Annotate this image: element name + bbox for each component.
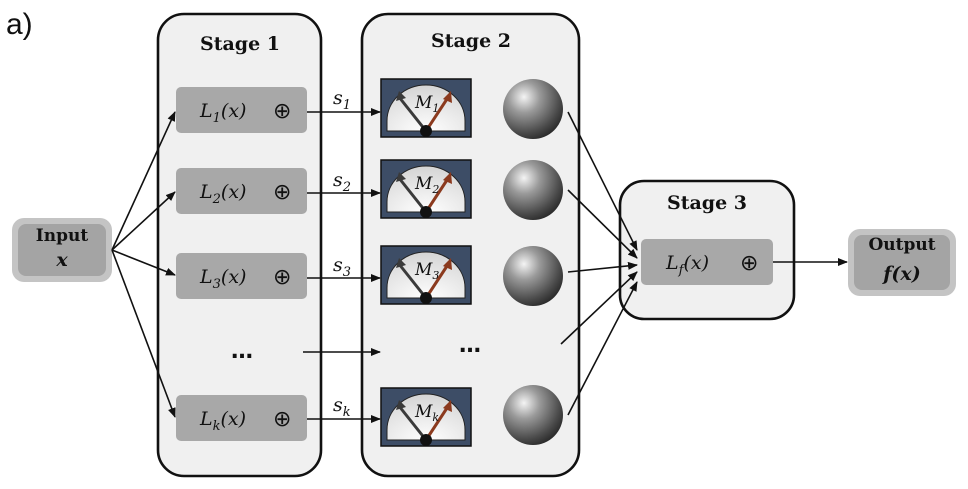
svg-text:M1: M1: [414, 93, 439, 115]
svg-text:M3: M3: [414, 260, 439, 282]
stage-3-title: Stage 3: [667, 192, 747, 214]
oplus-icon: ⊕: [273, 265, 291, 290]
gauge-meter-icon: M3: [380, 245, 472, 305]
signal-label-3: s3: [333, 254, 351, 280]
input-var: x: [55, 249, 68, 271]
output-title: Output: [868, 235, 935, 255]
sphere-icon: [503, 385, 563, 445]
svg-text:Lf(x): Lf(x): [665, 252, 709, 278]
oplus-icon: ⊕: [273, 180, 291, 205]
signal-label-2: s2: [333, 169, 351, 195]
stage-1-ellipsis: …: [231, 339, 253, 364]
input-title: Input: [36, 226, 89, 246]
signal-label-k: sk: [333, 394, 351, 420]
svg-text:L1(x): L1(x): [199, 100, 246, 126]
stage-2-ellipsis: …: [459, 333, 481, 358]
signal-label-1: s1: [333, 87, 351, 113]
svg-text:L2(x): L2(x): [199, 181, 246, 207]
gauge-meter-icon: M1: [380, 78, 472, 138]
sphere-icon: [503, 160, 563, 220]
connectors: [111, 108, 848, 423]
gauge-meter-icon: M2: [380, 159, 472, 219]
stage-1-row-3: L3(x) ⊕: [176, 253, 307, 299]
stage-1-row-1: L1(x) ⊕: [176, 87, 307, 133]
oplus-icon: ⊕: [740, 251, 758, 276]
stage-3-aggregator: Lf(x) ⊕: [641, 239, 773, 285]
stage-1-row-2: L2(x) ⊕: [176, 168, 307, 214]
input-node: Input x: [12, 218, 112, 282]
svg-text:Lk(x): Lk(x): [199, 408, 246, 434]
svg-text:Mk: Mk: [414, 402, 439, 424]
figure-label: a): [6, 8, 33, 41]
stage-1-row-k: Lk(x) ⊕: [176, 395, 307, 441]
oplus-icon: ⊕: [273, 99, 291, 124]
sphere-icon: [503, 246, 563, 306]
stage-2-title: Stage 2: [431, 30, 511, 52]
gauge-meter-icon: Mk: [380, 387, 472, 447]
stage-1-title: Stage 1: [200, 33, 280, 55]
output-node: Output f(x): [848, 229, 956, 296]
oplus-icon: ⊕: [273, 407, 291, 432]
svg-text:M2: M2: [414, 174, 439, 196]
sphere-icon: [503, 79, 563, 139]
svg-text:L3(x): L3(x): [199, 266, 246, 292]
output-var: f(x): [881, 263, 920, 285]
